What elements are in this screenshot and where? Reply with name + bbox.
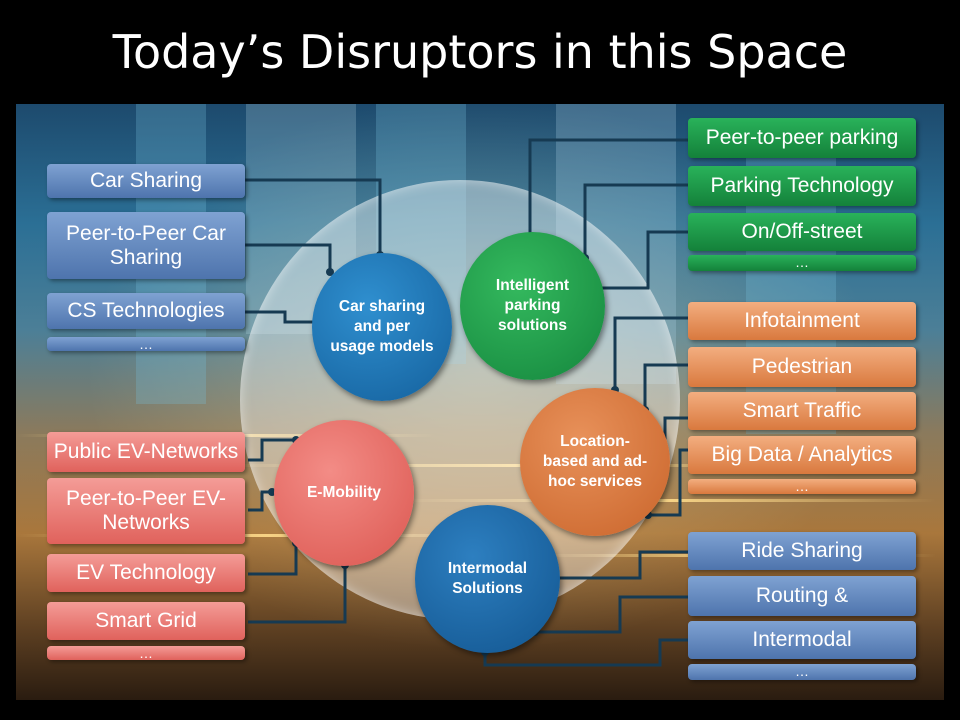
box-car-sharing-more: … (47, 337, 245, 351)
box-routing: Routing & (688, 576, 916, 616)
hub-car-sharing: Car sharing and per usage models (312, 253, 452, 401)
hub-location-label: Location-based and ad-hoc services (542, 433, 648, 490)
box-parking-technology: Parking Technology (688, 166, 916, 206)
box-car-sharing: Car Sharing (47, 164, 245, 198)
hub-intermodal: Intermodal Solutions (415, 505, 560, 653)
hub-intermodal-label: Intermodal Solutions (447, 560, 528, 597)
hub-emobility: E-Mobility (274, 420, 414, 566)
hub-location: Location-based and ad-hoc services (520, 388, 670, 536)
box-smart-traffic: Smart Traffic (688, 392, 916, 430)
hub-parking: Intelligent parking solutions (460, 232, 605, 380)
box-parking-more: … (688, 255, 916, 271)
box-p2p-ev-networks: Peer-to-Peer EV-Networks (47, 478, 245, 544)
box-ev-technology: EV Technology (47, 554, 245, 592)
box-public-ev-networks: Public EV-Networks (47, 432, 245, 472)
box-emobility-more: … (47, 646, 245, 660)
box-intermodal-more: … (688, 664, 916, 680)
hub-parking-label: Intelligent parking solutions (495, 277, 570, 334)
box-on-off-street: On/Off-street (688, 213, 916, 251)
box-pedestrian: Pedestrian (688, 347, 916, 387)
box-intermodal: Intermodal (688, 621, 916, 659)
box-p2p-parking: Peer-to-peer parking (688, 118, 916, 158)
box-infotainment: Infotainment (688, 302, 916, 340)
box-big-data-analytics: Big Data / Analytics (688, 436, 916, 474)
box-ride-sharing: Ride Sharing (688, 532, 916, 570)
box-smart-grid: Smart Grid (47, 602, 245, 640)
page-title: Today’s Disruptors in this Space (112, 25, 848, 79)
box-cs-technologies: CS Technologies (47, 293, 245, 329)
box-location-more: … (688, 479, 916, 494)
hub-emobility-label: E-Mobility (306, 484, 382, 501)
box-p2p-car-sharing: Peer-to-Peer Car Sharing (47, 212, 245, 279)
hub-car-sharing-label: Car sharing and per usage models (330, 298, 434, 355)
